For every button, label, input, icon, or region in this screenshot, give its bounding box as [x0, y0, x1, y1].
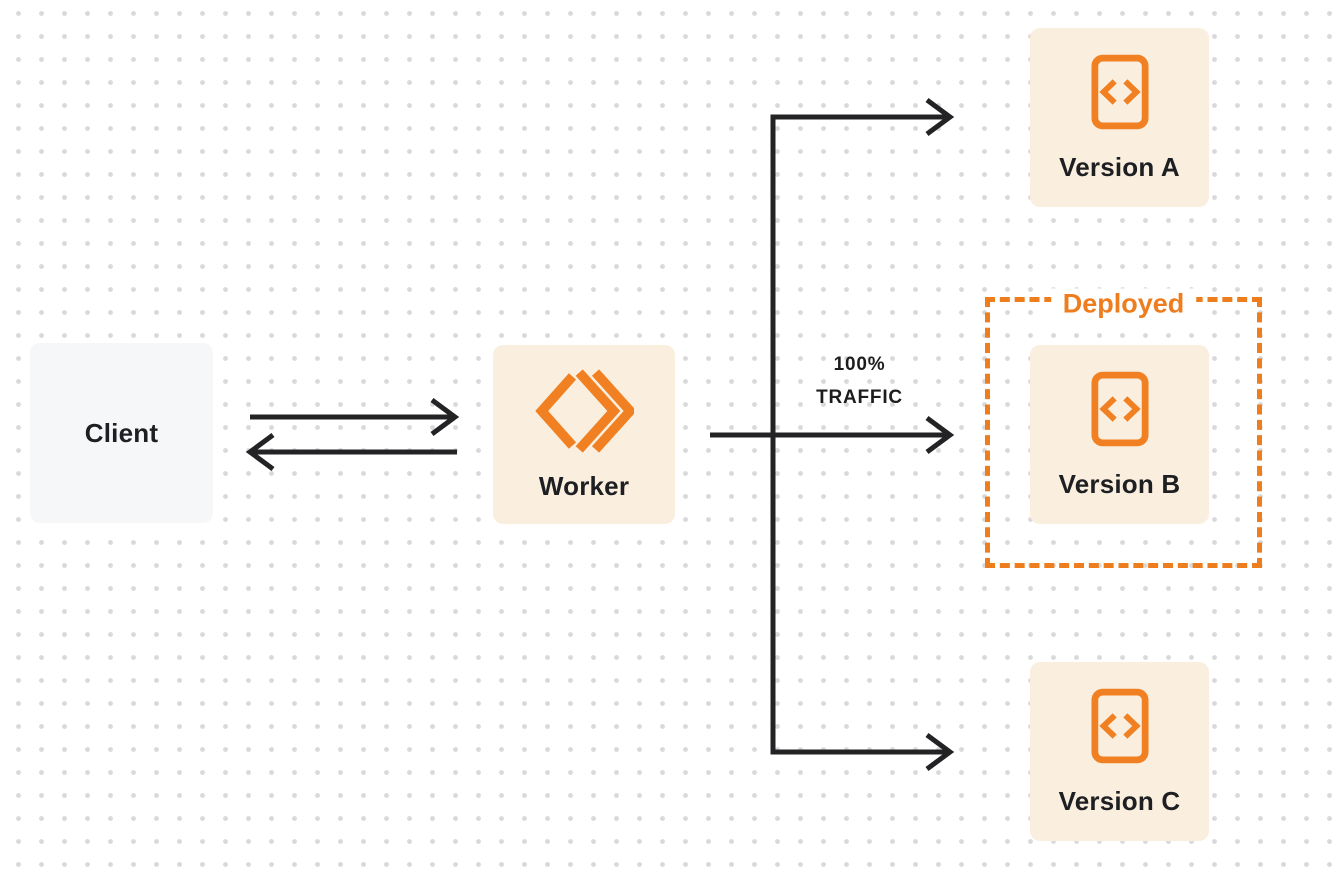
- traffic-percent-text: 100%: [833, 354, 886, 375]
- code-file-icon: [1090, 54, 1149, 130]
- traffic-word-text: TRAFFIC: [816, 387, 903, 408]
- version-a-label: Version A: [1059, 152, 1180, 182]
- arrowhead-right-icon: [925, 415, 955, 455]
- version-c-label: Version C: [1058, 786, 1181, 816]
- deployed-label: Deployed: [1050, 288, 1197, 320]
- workers-double-chevron-icon: [535, 369, 634, 453]
- code-file-icon: [1090, 371, 1149, 447]
- arrowhead-left-icon: [245, 432, 275, 472]
- traffic-label: 100% TRAFFIC: [777, 348, 942, 414]
- code-file-icon: [1090, 688, 1149, 764]
- worker-label: Worker: [538, 471, 630, 501]
- version-b-node: Version B: [1030, 345, 1209, 524]
- arrowhead-right-icon: [925, 97, 955, 137]
- version-a-node: Version A: [1030, 28, 1209, 207]
- arrowhead-right-icon: [925, 732, 955, 772]
- version-c-node: Version C: [1030, 662, 1209, 841]
- client-node: Client: [30, 343, 213, 523]
- version-b-label: Version B: [1058, 469, 1181, 499]
- arrowhead-right-icon: [430, 397, 460, 437]
- client-label: Client: [84, 417, 159, 448]
- deployed-outline: Deployed: [985, 288, 1262, 568]
- worker-node: Worker: [493, 345, 675, 524]
